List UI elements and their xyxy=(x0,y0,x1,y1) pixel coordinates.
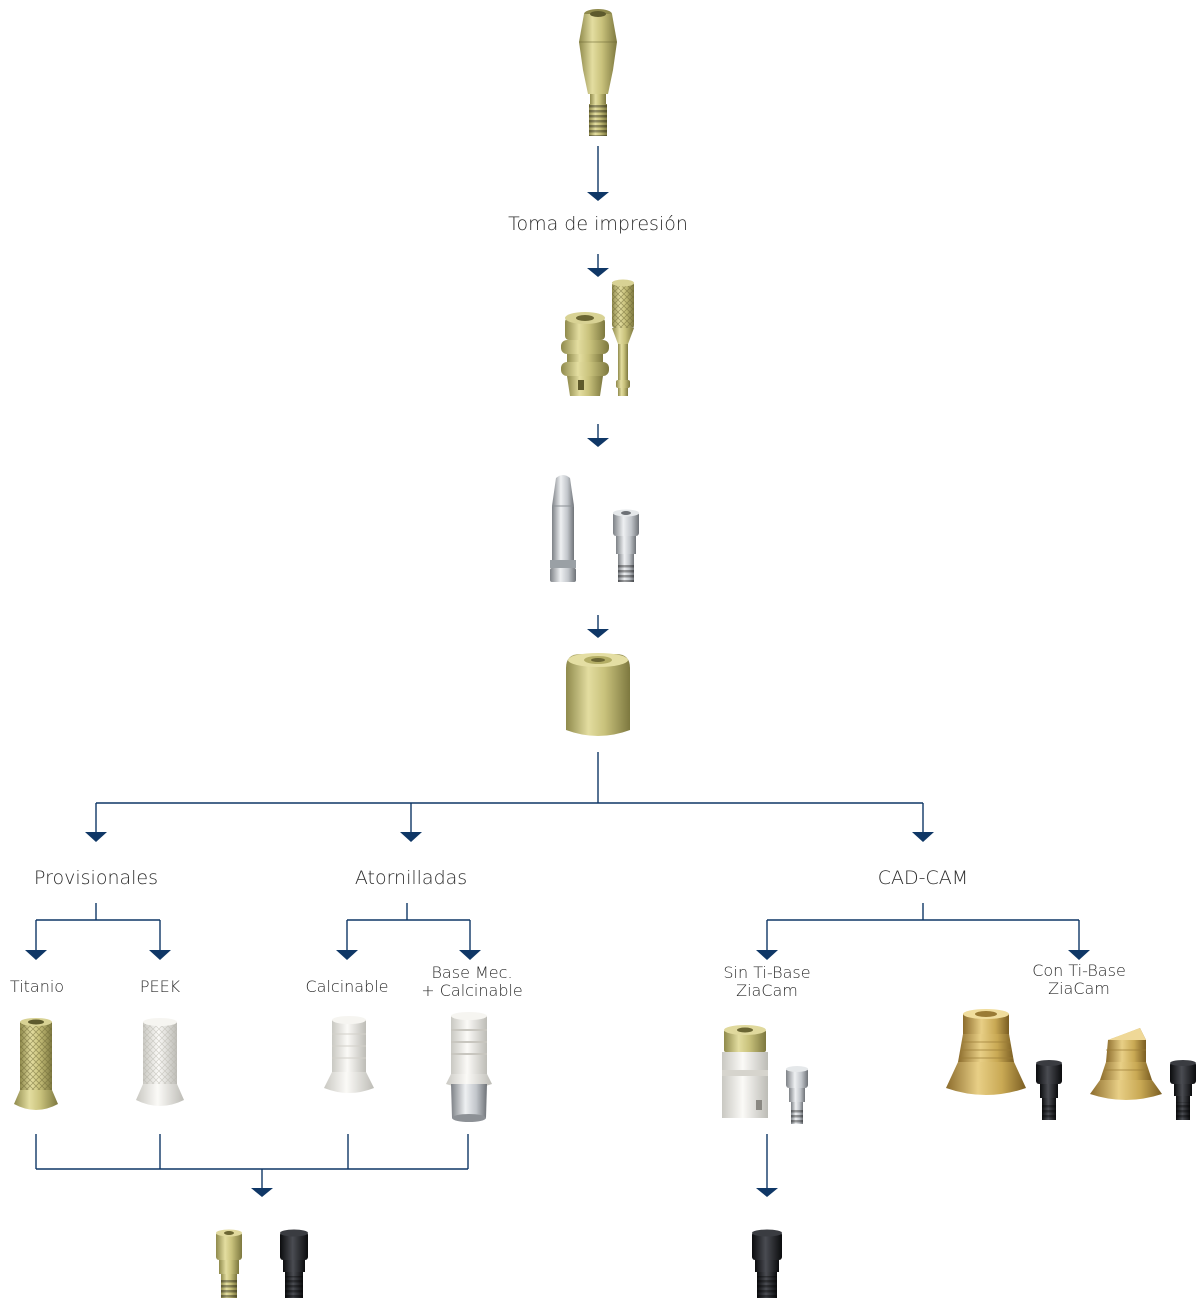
option-base-mec-line1: Base Mec. xyxy=(431,963,513,982)
category-atornilladas-label: Atornilladas xyxy=(354,867,468,889)
arrow-down-icon xyxy=(25,950,47,960)
option-con-tibase-line2: ZiaCam xyxy=(1048,979,1110,999)
arrow-down-icon xyxy=(587,629,609,638)
peek-cylinder-icon xyxy=(136,1018,184,1106)
arrow-down-icon xyxy=(587,268,609,277)
option-calcinable-label: Calcinable xyxy=(305,977,389,996)
arrow-down-icon xyxy=(400,832,422,842)
ziacam-abutment-icon xyxy=(722,1025,808,1124)
prosthetic-screw-icon xyxy=(752,1229,782,1298)
arrow-down-icon xyxy=(587,192,609,201)
prosthetic-screws-icon xyxy=(216,1229,308,1298)
lab-analog-icon xyxy=(550,475,639,582)
option-titanio-label: Titanio xyxy=(9,977,65,996)
arrow-down-icon xyxy=(149,950,171,960)
option-con-tibase-line1: Con Ti-Base xyxy=(1032,961,1126,980)
option-con-tibase-label: Con Ti-Base ZiaCam xyxy=(1012,961,1146,999)
arrow-down-icon xyxy=(336,950,358,960)
tibase-ziacam-icon xyxy=(946,1009,1196,1120)
mechanized-base-castable-icon xyxy=(446,1012,492,1122)
arrow-down-icon xyxy=(459,950,481,960)
titanium-cylinder-icon xyxy=(14,1018,58,1110)
connectors xyxy=(35,146,1080,1188)
castable-cylinder-icon xyxy=(324,1016,374,1093)
option-peek-label: PEEK xyxy=(139,977,181,996)
category-provisionales-label: Provisionales xyxy=(33,867,159,889)
category-cadcam-label: CAD-CAM xyxy=(877,867,969,889)
arrow-down-icon xyxy=(1068,950,1090,960)
multi-unit-abutment-icon xyxy=(579,9,617,136)
arrow-down-icon xyxy=(85,832,107,842)
option-base-mec-line2: + Calcinable xyxy=(421,981,523,1001)
arrow-down-icon xyxy=(912,832,934,842)
impression-step-label: Toma de impresión xyxy=(508,213,688,235)
impression-coping-icon xyxy=(561,279,634,396)
healing-cap-icon xyxy=(566,653,630,736)
option-sin-tibase-label: Sin Ti-Base ZiaCam xyxy=(702,963,832,1001)
arrow-down-icon xyxy=(251,1188,273,1197)
option-sin-tibase-line2: ZiaCam xyxy=(736,981,798,1001)
arrowheads xyxy=(25,192,1090,1197)
option-base-mec-label: Base Mec. + Calcinable xyxy=(410,963,534,1001)
option-sin-tibase-line1: Sin Ti-Base xyxy=(723,963,811,982)
arrow-down-icon xyxy=(587,438,609,447)
arrow-down-icon xyxy=(756,1188,778,1197)
arrow-down-icon xyxy=(756,950,778,960)
